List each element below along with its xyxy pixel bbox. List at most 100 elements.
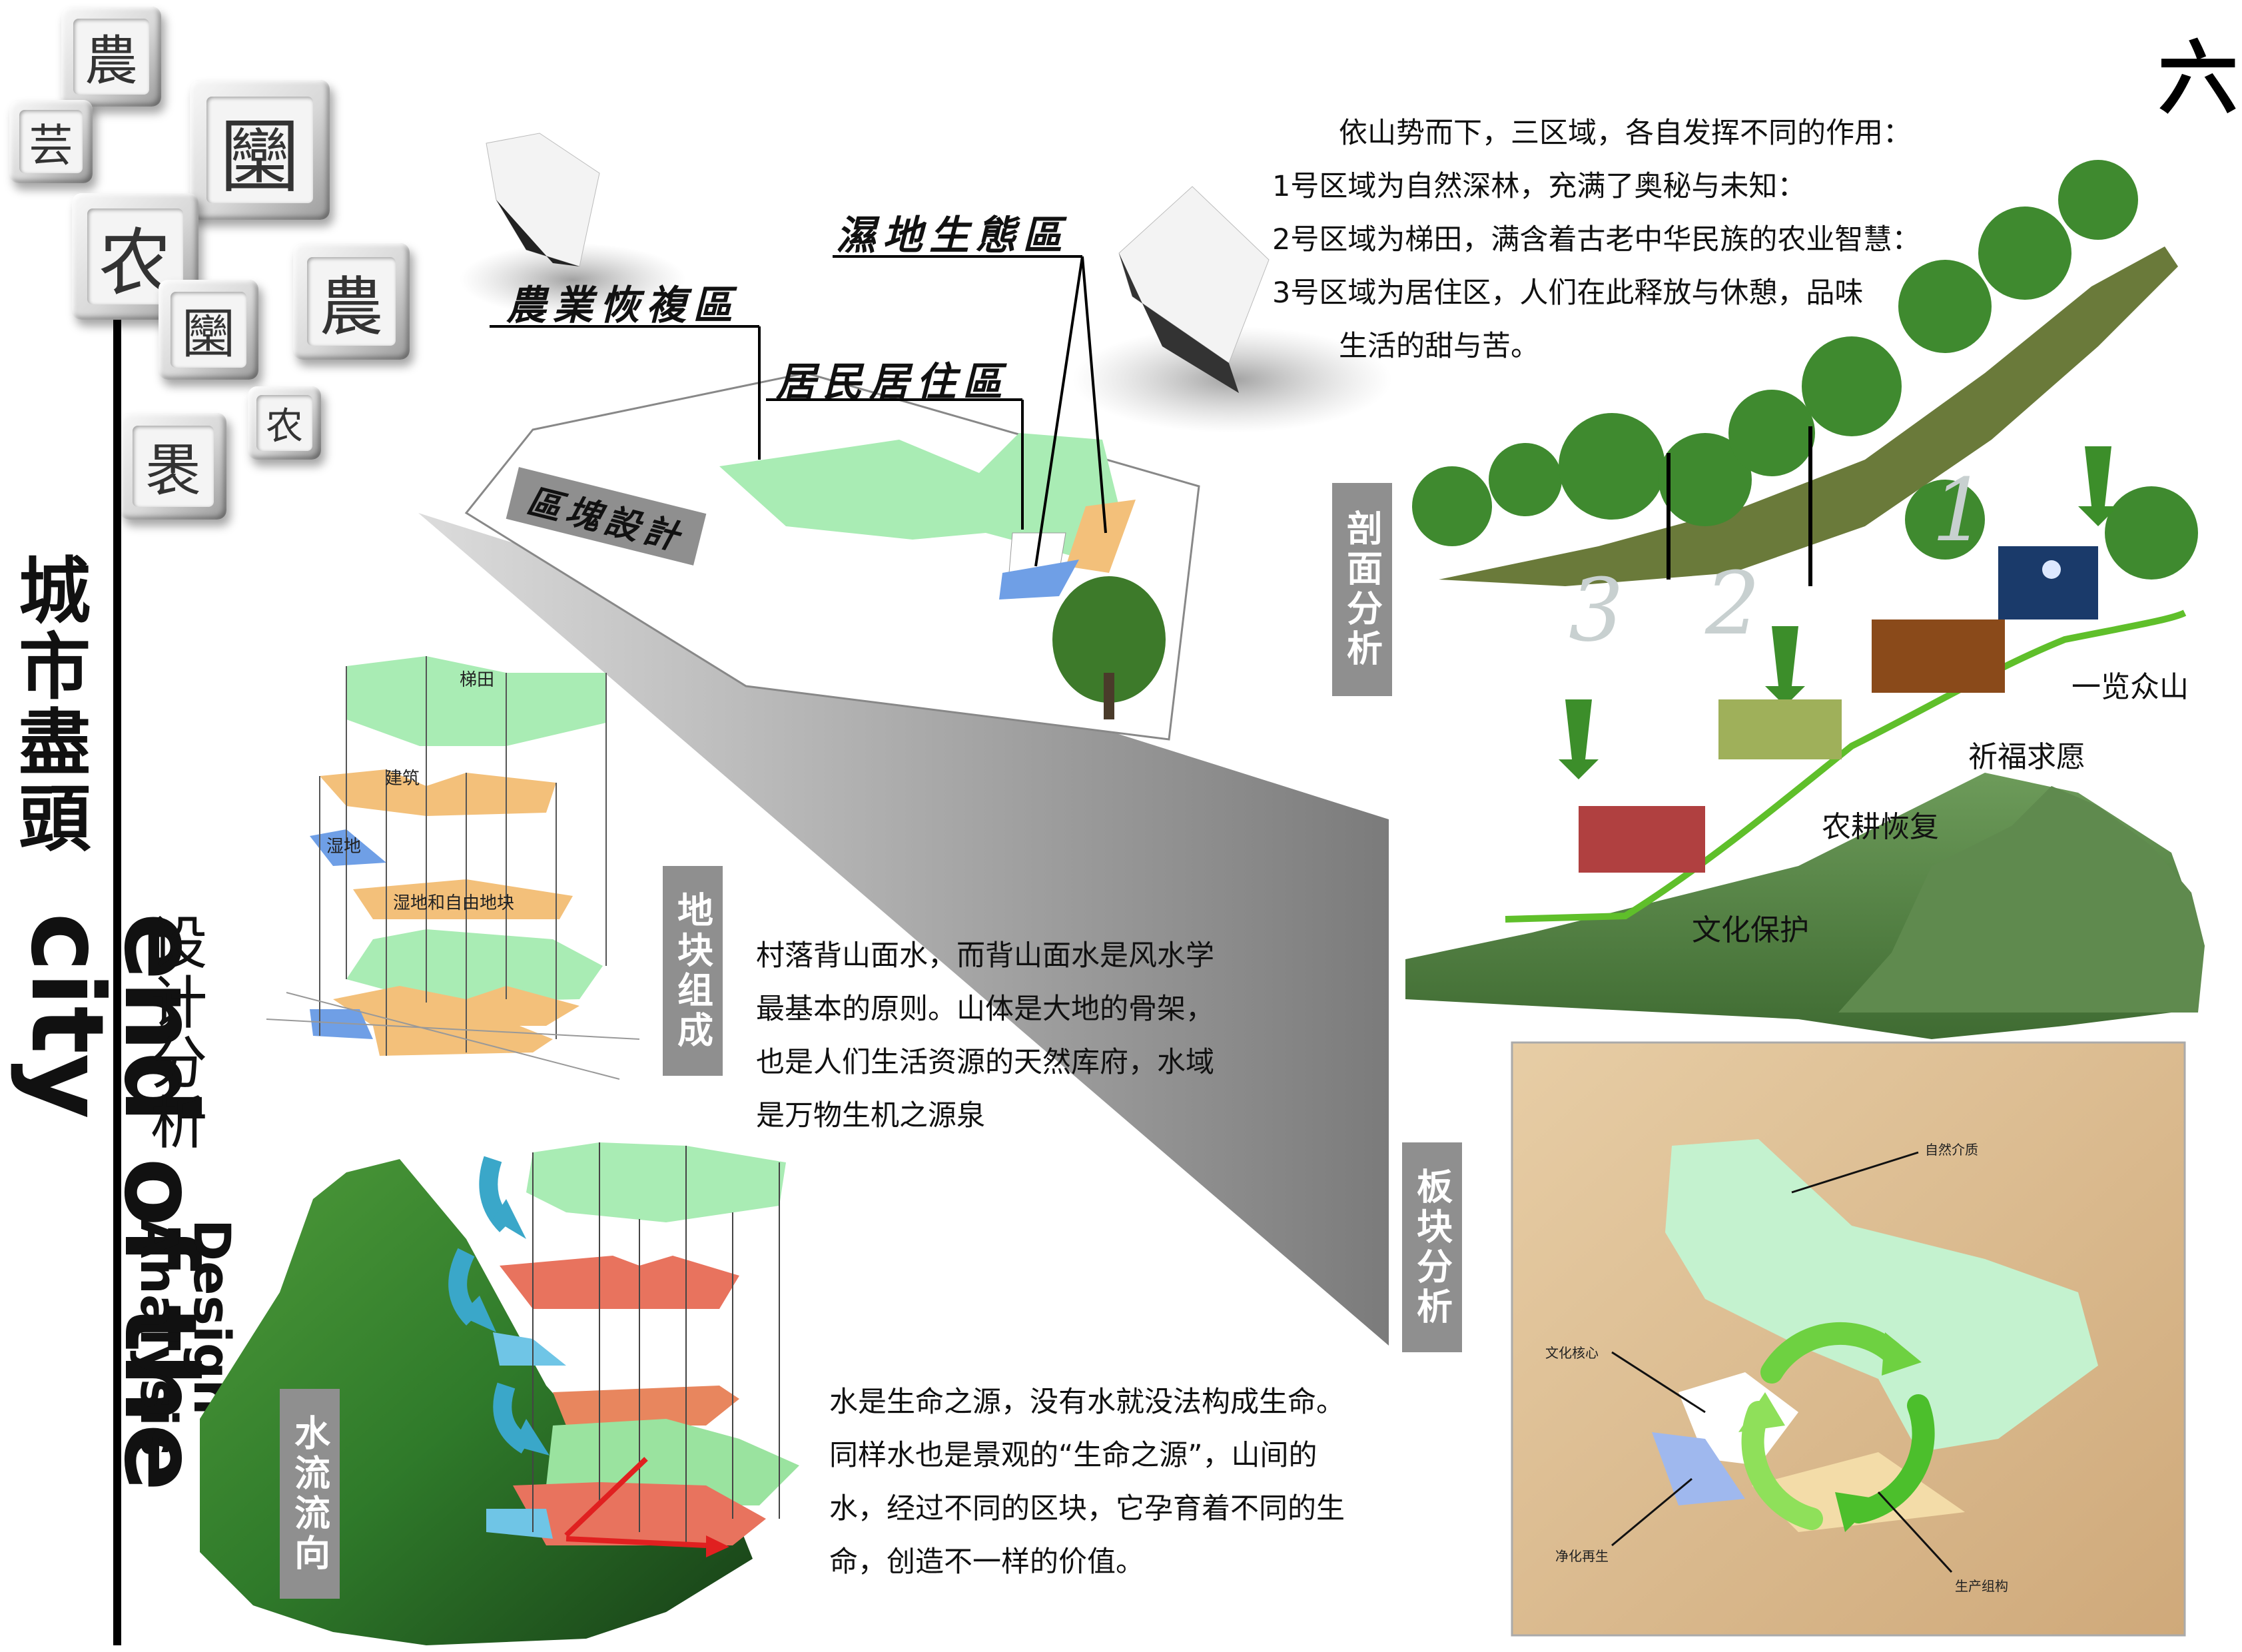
layer-green2 — [346, 929, 603, 1003]
intro-line-3: 2号区域为梯田，满含着古老中华民族的农业智慧： — [1272, 223, 1921, 256]
plate-leader-purify — [1611, 1477, 1692, 1547]
layer-label-wetland: 湿地 — [326, 837, 362, 857]
tile-glyph: 農 — [73, 19, 149, 95]
photo-culture — [1579, 806, 1705, 873]
red-arrow-head — [706, 1535, 729, 1557]
water-text-line-4: 命，创造不一样的价值。 — [829, 1545, 1144, 1579]
title-tile-3: 圞 — [190, 80, 330, 220]
label-plate-analysis: 板块分析 — [1402, 1142, 1462, 1352]
title-tile-5: 農 — [293, 243, 410, 360]
cube-left — [486, 133, 600, 267]
intro-line-4: 3号区域为居住区，人们在此释放与休憩，品味 — [1272, 276, 1864, 310]
title-tile-7: 农 — [248, 386, 321, 460]
section-number-3: 3 — [1569, 560, 1624, 661]
flow-arrow-1-head — [493, 1199, 526, 1239]
water-layer-red — [500, 1256, 739, 1309]
cycle-head-3 — [1738, 1392, 1785, 1432]
plot-text-line-1: 村落背山面水，而背山面水是风水学 — [756, 939, 1214, 973]
plate-zone-culture — [1679, 1372, 1798, 1465]
intro-line-2: 1号区域为自然深林，充满了奥秘与未知： — [1272, 170, 1806, 203]
tile-glyph: 褁 — [133, 426, 214, 507]
label-residential-zone: 居民居住區 — [776, 359, 1009, 406]
water-layer-orange — [553, 1386, 739, 1426]
water-layer-stack — [486, 1142, 799, 1545]
title-tile-1: 農 — [61, 7, 161, 107]
mountains-right — [1838, 786, 2205, 1013]
green-down-arrows — [1559, 446, 2118, 779]
layer-wetland — [310, 829, 386, 866]
tile-glyph: 农 — [256, 395, 312, 451]
leader-wet-1 — [1034, 256, 1084, 567]
water-layer-blue-low — [486, 1509, 553, 1539]
label-plot-composition: 地块组成 — [663, 866, 723, 1076]
tile-glyph: 芸 — [19, 110, 83, 173]
title-tile-2: 芸 — [9, 100, 93, 183]
title-end-of-the-city: end of the city — [9, 913, 218, 1491]
layer-terrace — [346, 656, 606, 746]
water-layer-green-top — [526, 1142, 786, 1222]
photo-summit-sun — [2042, 560, 2061, 579]
vertical-divider — [113, 320, 121, 1645]
layer-wetland-free — [353, 879, 573, 919]
plate-zone-purify — [1652, 1432, 1745, 1505]
title-tile-6: 圞 — [159, 280, 258, 380]
tile-glyph: 圞 — [206, 97, 313, 204]
red-arrow-diag — [564, 1457, 648, 1537]
photo-prayer — [1872, 620, 2005, 693]
slope-trees — [1412, 160, 2198, 580]
layer-stack — [266, 656, 640, 1080]
tile-glyph: 農 — [307, 257, 396, 346]
stage-farming-recovery: 农耕恢复 — [1822, 810, 1939, 844]
title-tile-4: 农 — [72, 193, 198, 320]
layer-blue-base — [310, 1009, 373, 1039]
cycle-head-1 — [1882, 1332, 1922, 1376]
red-arrow-horiz — [565, 1536, 707, 1548]
section-divider-2 — [1808, 426, 1812, 586]
flow-arrow-2-head — [460, 1296, 496, 1332]
cube-right — [1118, 186, 1270, 364]
stage-culture-protection: 文化保护 — [1692, 913, 1809, 947]
flow-arrow-3-head — [513, 1419, 550, 1455]
layer-orange-base — [333, 986, 579, 1026]
intro-line-5: 生活的甜与苦。 — [1339, 330, 1539, 363]
photo-summit — [1998, 546, 2098, 620]
plate-label-culture: 文化核心 — [1545, 1345, 1599, 1361]
plate-label-production: 生产组构 — [1955, 1578, 2008, 1594]
label-agri-zone: 農業恢複區 — [506, 282, 739, 329]
section-divider-1 — [1667, 453, 1671, 580]
section-number-1: 1 — [1932, 460, 1987, 561]
water-text-line-1: 水是生命之源，没有水就没法构成生命。 — [829, 1386, 1345, 1419]
cube-left-side — [496, 200, 579, 266]
water-layer-blue — [493, 1332, 566, 1366]
layer-label-terrace: 梯田 — [460, 670, 495, 690]
title-design-analysis-cn: 设计分析 — [140, 913, 206, 1152]
green-path — [1505, 610, 2187, 923]
intro-line-1: 依山势而下，三区域，各自发挥不同的作用： — [1339, 117, 1912, 150]
plate-zone-nature — [1665, 1139, 2098, 1452]
cycle-arrows — [1741, 1322, 1935, 1530]
leader-wet-2 — [1081, 256, 1107, 534]
plate-label-nature: 自然介质 — [1925, 1142, 1978, 1158]
plot-text-line-2: 最基本的原则。山体是大地的骨架， — [756, 993, 1214, 1026]
plot-text-line-4: 是万物生机之源泉 — [756, 1099, 985, 1132]
stage-prayer: 祈福求愿 — [1968, 740, 2085, 774]
corner-mark: 六 — [2158, 31, 2238, 125]
projection-wedge — [418, 513, 1389, 1346]
section-number-2: 2 — [1705, 553, 1760, 654]
title-tile-8: 褁 — [120, 413, 226, 520]
zone-blue — [999, 560, 1079, 600]
plate-label-purify: 净化再生 — [1555, 1548, 1609, 1564]
layer-label-building: 建筑 — [385, 769, 420, 789]
plate-leader-production — [1877, 1491, 1953, 1573]
stage-summit-view: 一览众山 — [2071, 670, 2189, 704]
plate-leader-nature — [1791, 1151, 1919, 1194]
layer-building — [320, 769, 556, 816]
tree-trunk — [1104, 673, 1114, 719]
water-text-line-2: 同样水也是景观的“生命之源”，山间的 — [829, 1439, 1317, 1472]
title-design-analysis-en: Design Analysis — [129, 1219, 242, 1457]
layer-orange-2 — [373, 1026, 553, 1056]
water-text-line-3: 水，经过不同的区块，它孕育着不同的生 — [829, 1492, 1345, 1525]
cycle-head-2 — [1835, 1492, 1878, 1532]
plot-text-line-3: 也是人们生活资源的天然库府，水域 — [756, 1046, 1214, 1079]
tile-glyph: 圞 — [171, 292, 246, 368]
